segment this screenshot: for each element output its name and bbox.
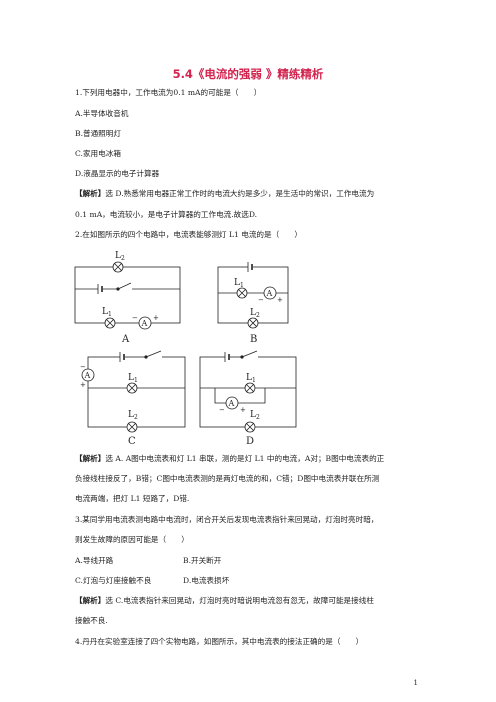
sub: 2 [121,255,125,262]
q1-analysis-1: 【解析】选 D.熟悉常用电器正常工作时的电流大约是多少，是生活中的常识，工作电流… [75,189,374,199]
page-title: 5.4《电流的强弱 》精练精析 [172,67,324,81]
analysis-tag: 【解析】 [75,454,106,463]
label-l2-d: L [250,410,256,420]
circuit-c [81,350,186,433]
minus: − [219,406,225,414]
minus: − [80,363,86,371]
circuit-b [217,262,289,329]
sub: 1 [108,311,112,318]
circuit-diagrams: L 2 L 1 A − + A L 1 A − + L 2 B A − + L … [74,251,297,447]
analysis-text: 选 A. A图中电流表和灯 L1 串联，测的是灯 L1 中的电流，A对；B图中电… [105,454,385,463]
ammeter-d: A [228,399,235,408]
plus: + [153,314,159,322]
sub: 1 [252,377,256,384]
q3-analysis-2: 接触不良. [75,616,108,625]
plus: + [240,406,246,414]
circuit-label-b: B [250,334,257,345]
label-l1-c: L [128,373,134,383]
ammeter-c: A [84,371,91,380]
q3-option-d: D.电流表损坏 [183,576,230,585]
q1-option-a: A.半导体收音机 [75,109,129,118]
circuit-d [199,350,297,433]
analysis-tag: 【解析】 [75,189,106,198]
q2-analysis-1: 【解析】选 A. A图中电流表和灯 L1 串联，测的是灯 L1 中的电流，A对；… [75,454,384,464]
q3-option-c: C.灯泡与灯座接触不良 [75,576,152,585]
q3-analysis-1: 【解析】选 C.电流表指针来回晃动，灯泡时亮时暗说明电流忽有忽无，故障可能是接线… [75,596,374,606]
sub: 2 [134,414,138,421]
q3-option-a: A.导线开路 [75,556,114,565]
plus: + [277,296,283,304]
q2-analysis-2: 负接线柱接反了，B错；C图中电流表测的是两灯电流的和，C错；D图中电流表并联在所… [75,474,380,483]
circuit-a [74,261,181,330]
minus: − [132,314,138,322]
label-l2-b: L [250,308,256,318]
q2-stem: 2.在如图所示的四个电路中，电流表能够测灯 L1 电流的是（ ） [75,230,302,239]
q1-option-d: D.液晶显示的电子计算器 [75,169,160,178]
q3-stem-1: 3.某同学用电流表测电路中电流时，闭合开关后发现电流表指针来回晃动，灯泡时亮时暗… [75,515,379,524]
sub: 2 [256,414,260,421]
circuit-label-c: C [128,436,136,447]
q1-stem: 1.下列用电器中，工作电流为0.1 mA的可能是（ ） [75,88,262,97]
ammeter-a: A [141,319,148,328]
circuit-label-d: D [246,436,254,447]
sub: 1 [240,282,244,289]
ammeter-b: A [266,289,273,298]
q1-option-b: B.普通照明灯 [75,129,121,138]
page-number: 1 [413,679,418,687]
minus: − [258,296,264,304]
label-l1-d: L [246,373,252,383]
q2-analysis-3: 电流两端，把灯 L1 短路了，D错. [75,494,190,503]
analysis-text: 选 D.熟悉常用电器正常工作时的电流大约是多少，是生活中的常识，工作电流为 [105,189,375,198]
q3-option-b: B.开关断开 [183,556,222,565]
sub: 2 [256,312,260,319]
q3-stem-2: 则发生故障的原因可能是（ ） [75,535,189,544]
circuit-label-a: A [121,334,130,345]
label-l2-c: L [128,410,134,420]
label-l2-a: L [115,251,121,261]
label-l1-b: L [234,278,240,288]
plus: + [80,381,86,389]
q4-stem: 4.丹丹在实验室连接了四个实物电路，如图所示，其中电流表的接法正确的是（ ） [75,637,364,646]
analysis-text: 选 C.电流表指针来回晃动，灯泡时亮时暗说明电流忽有忽无，故障可能是接线柱 [105,596,374,605]
analysis-tag: 【解析】 [75,596,106,605]
q1-option-c: C.家用电冰箱 [75,149,121,158]
q1-analysis-2: 0.1 mA，电流较小，是电子计算器的工作电流.故选D. [75,210,258,219]
sub: 1 [134,377,138,384]
label-l1-a: L [102,307,108,317]
